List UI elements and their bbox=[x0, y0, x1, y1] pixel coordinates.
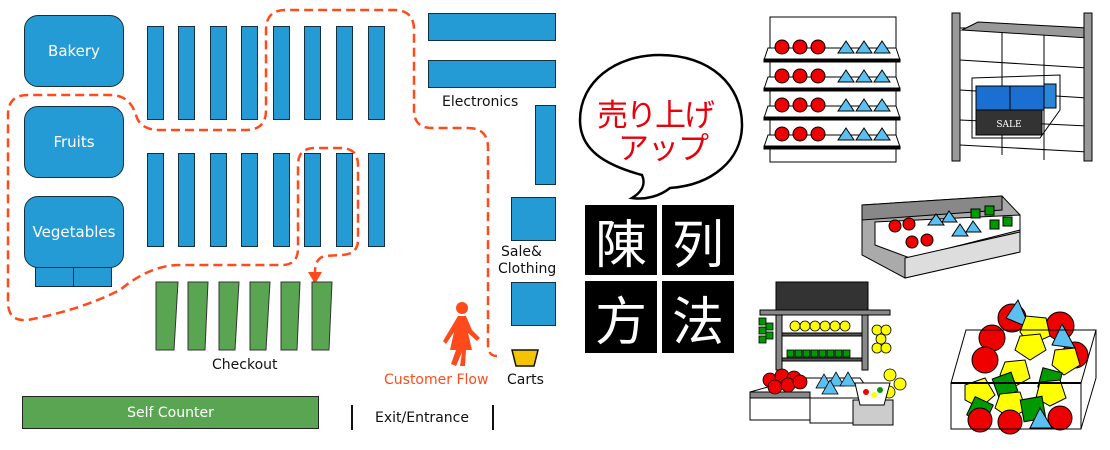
sale-clothing-label-1: Sale& bbox=[501, 244, 542, 260]
clothing-rack-1 bbox=[511, 197, 556, 241]
zone-vegetables-label: Vegetables bbox=[32, 223, 116, 241]
sale-clothing-label-2: Clothing bbox=[498, 261, 557, 277]
zone-bakery: Bakery bbox=[24, 15, 124, 87]
checkout-label: Checkout bbox=[212, 357, 278, 373]
svg-text:SALE: SALE bbox=[996, 120, 1021, 130]
speech-line-1: 売り上げ bbox=[597, 98, 715, 134]
zone-vegetables: Vegetables bbox=[24, 196, 124, 268]
title-char-4: 法 bbox=[662, 281, 734, 353]
exit-entrance-label: Exit/Entrance bbox=[375, 410, 469, 426]
zone-fruits-label: Fruits bbox=[53, 133, 95, 151]
flow-arrow-icon bbox=[308, 272, 322, 284]
electronics-shelf-1 bbox=[428, 13, 556, 41]
entrance-wall-left bbox=[351, 405, 353, 430]
clothing-rack-2 bbox=[511, 282, 556, 326]
carts-label: Carts bbox=[507, 372, 544, 388]
vegetable-stand-right bbox=[73, 267, 112, 287]
electronics-label: Electronics bbox=[442, 94, 519, 110]
zone-bakery-label: Bakery bbox=[48, 42, 100, 60]
title-char-3: 方 bbox=[585, 281, 657, 353]
title-char-1: 陳 bbox=[585, 205, 657, 276]
self-counter-label: Self Counter bbox=[127, 404, 214, 421]
speech-line-2: アップ bbox=[618, 131, 709, 167]
title-char-2: 列 bbox=[662, 205, 734, 276]
self-counter: Self Counter bbox=[22, 396, 319, 429]
customer-flow-label: Customer Flow bbox=[384, 372, 489, 388]
electronics-shelf-2 bbox=[428, 60, 556, 88]
zone-fruits: Fruits bbox=[24, 106, 124, 178]
clothing-rack-tall bbox=[535, 105, 556, 185]
entrance-wall-right bbox=[492, 405, 494, 430]
